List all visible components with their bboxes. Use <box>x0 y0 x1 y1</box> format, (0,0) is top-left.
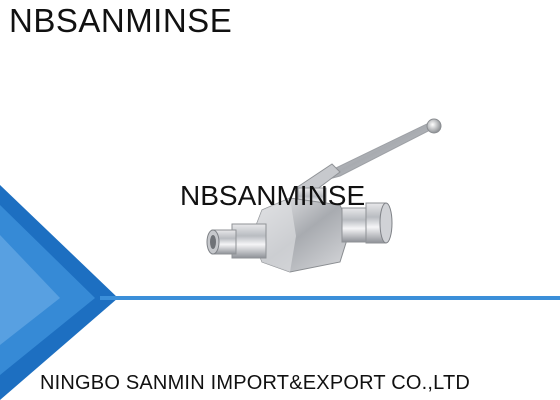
valve-left-fitting <box>206 223 267 259</box>
company-name: NINGBO SANMIN IMPORT&EXPORT CO.,LTD <box>40 372 471 394</box>
valve-right-fitting <box>341 202 393 244</box>
brand-title: NBSANMINSE <box>9 2 233 39</box>
accent-divider-line <box>100 296 560 300</box>
image-watermark: NBSANMINSE <box>180 180 366 211</box>
blue-triangle-decoration <box>0 185 118 400</box>
